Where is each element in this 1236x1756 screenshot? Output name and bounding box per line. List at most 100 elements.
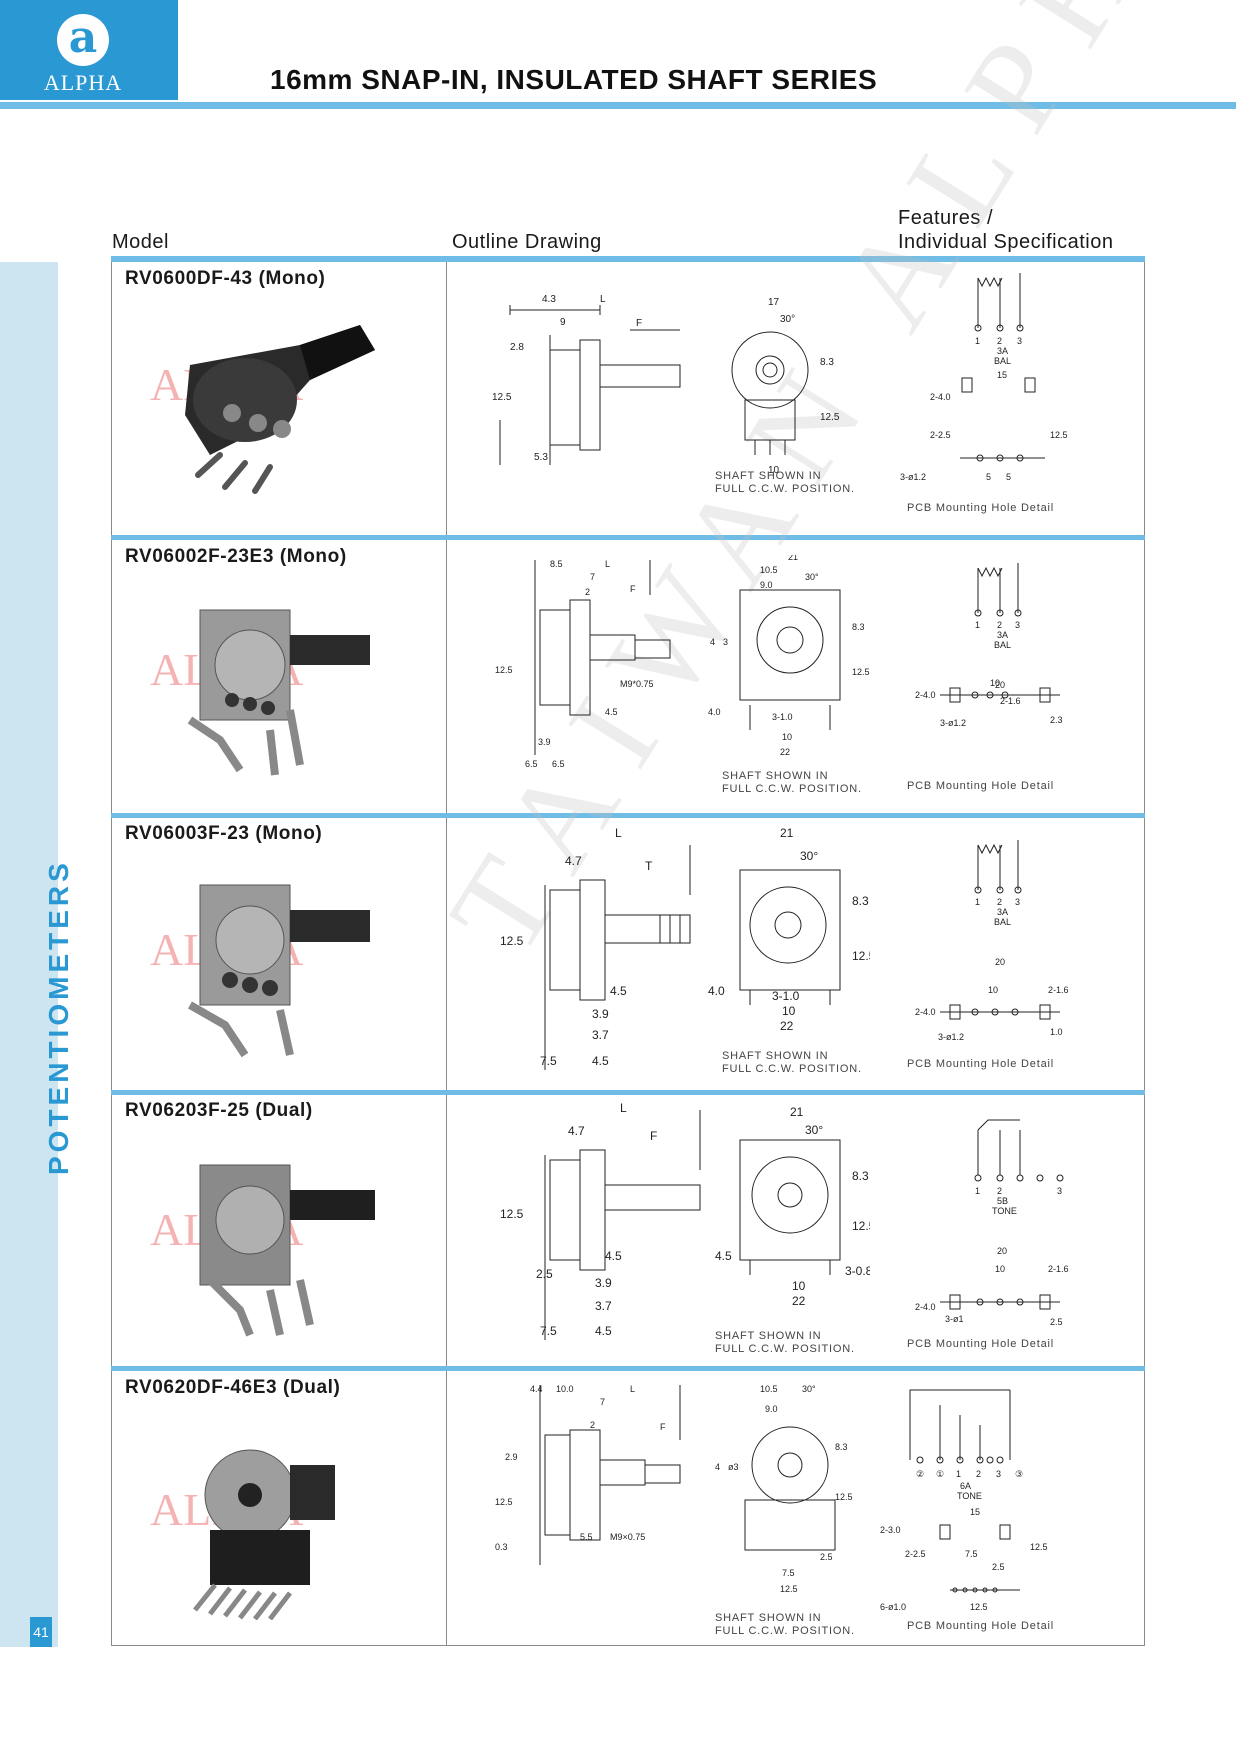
svg-text:3: 3 [1017,336,1022,346]
svg-text:9.0: 9.0 [765,1404,778,1414]
svg-text:1: 1 [975,1186,980,1196]
svg-text:4.5: 4.5 [605,1249,622,1263]
svg-text:12.5: 12.5 [852,949,870,963]
svg-text:15: 15 [997,370,1007,380]
svg-text:4.5: 4.5 [592,1054,609,1068]
svg-text:5B: 5B [997,1196,1008,1206]
svg-text:2.5: 2.5 [992,1562,1005,1572]
svg-text:12.5: 12.5 [495,665,513,675]
svg-text:3: 3 [1015,897,1020,907]
svg-text:20: 20 [997,1246,1007,1256]
svg-text:2.5: 2.5 [1050,1317,1063,1327]
shaft-note: FULL C.C.W. POSITION. [715,1625,855,1637]
product-photo: ALPHA [150,609,370,776]
svg-text:4.5: 4.5 [595,1324,612,1338]
svg-text:3.7: 3.7 [592,1028,609,1042]
shaft-note: SHAFT SHOWN IN [722,1050,829,1062]
svg-text:8.3: 8.3 [852,1169,869,1183]
column-header-features-line2: Individual Specification [898,231,1114,253]
svg-text:3A: 3A [997,630,1008,640]
svg-text:4.5: 4.5 [610,984,627,998]
svg-text:3: 3 [996,1469,1001,1479]
svg-text:L: L [600,294,606,305]
svg-text:3A: 3A [997,346,1008,356]
svg-text:M9*0.75: M9*0.75 [620,679,654,689]
svg-text:22: 22 [780,1019,794,1033]
product-photo: ALPHA [150,1164,375,1337]
svg-text:1: 1 [956,1469,961,1479]
svg-text:2.9: 2.9 [505,1452,518,1462]
svg-text:9.0: 9.0 [760,580,773,590]
svg-text:10.0: 10.0 [556,1384,574,1394]
side-band [0,262,58,1647]
svg-text:3-1.0: 3-1.0 [772,712,793,722]
shaft-note: SHAFT SHOWN IN [715,1330,822,1342]
svg-text:2-1.6: 2-1.6 [1000,696,1021,706]
svg-text:3-0.8: 3-0.8 [845,1264,870,1278]
svg-text:1: 1 [975,336,980,346]
svg-text:ø3: ø3 [728,1462,739,1472]
svg-text:1: 1 [975,620,980,630]
row-divider [111,1366,1145,1371]
product-photo: ALPHA [150,1449,335,1620]
model-name: RV0600DF-43 (Mono) [125,268,326,289]
svg-text:6.5: 6.5 [552,759,565,769]
svg-text:12.5: 12.5 [970,1602,988,1612]
svg-text:2: 2 [585,587,590,597]
page-title: 16mm SNAP-IN, INSULATED SHAFT SERIES [270,64,878,95]
svg-text:10: 10 [990,678,1000,688]
svg-text:3: 3 [1015,620,1020,630]
svg-text:30°: 30° [780,314,795,325]
shaft-note: SHAFT SHOWN IN [722,770,829,782]
svg-text:2.3: 2.3 [1050,715,1063,725]
svg-text:5.3: 5.3 [534,452,548,463]
svg-text:5.5: 5.5 [580,1532,593,1542]
column-header-model: Model [112,231,169,253]
svg-text:7: 7 [600,1397,605,1407]
shaft-note: FULL C.C.W. POSITION. [715,483,855,495]
row-divider [111,813,1145,818]
svg-text:7.5: 7.5 [540,1324,557,1338]
svg-text:1.0: 1.0 [1050,1027,1063,1037]
svg-text:3: 3 [1057,1186,1062,1196]
svg-text:2: 2 [997,1186,1002,1196]
svg-text:3-ø1.2: 3-ø1.2 [938,1032,964,1042]
svg-text:2: 2 [997,897,1002,907]
svg-text:30°: 30° [805,572,819,582]
svg-text:2-4.0: 2-4.0 [915,1007,936,1017]
svg-text:12.5: 12.5 [852,1219,870,1233]
svg-text:7.5: 7.5 [540,1054,557,1068]
product-photo: ALPHA [150,884,370,1058]
model-name: RV06003F-23 (Mono) [125,823,323,844]
column-header-features-line1: Features / [898,207,994,229]
svg-text:10: 10 [988,985,998,995]
svg-text:F: F [650,1129,657,1143]
table-top-rule [111,256,1145,262]
svg-text:2.5: 2.5 [536,1267,553,1281]
svg-text:10: 10 [792,1279,806,1293]
svg-text:8.3: 8.3 [820,357,834,368]
shaft-note: FULL C.C.W. POSITION. [722,783,862,795]
logo-text: ALPHA [43,70,123,95]
svg-text:TONE: TONE [992,1206,1017,1216]
svg-text:7: 7 [590,572,595,582]
svg-text:7.5: 7.5 [782,1568,795,1578]
svg-text:2: 2 [590,1420,595,1430]
svg-text:3.7: 3.7 [595,1299,612,1313]
svg-text:22: 22 [780,747,790,757]
svg-text:3A: 3A [997,907,1008,917]
svg-text:20: 20 [995,680,1005,690]
svg-text:2-4.0: 2-4.0 [915,1302,936,1312]
svg-text:TONE: TONE [957,1491,982,1501]
svg-text:12.5: 12.5 [820,412,840,423]
